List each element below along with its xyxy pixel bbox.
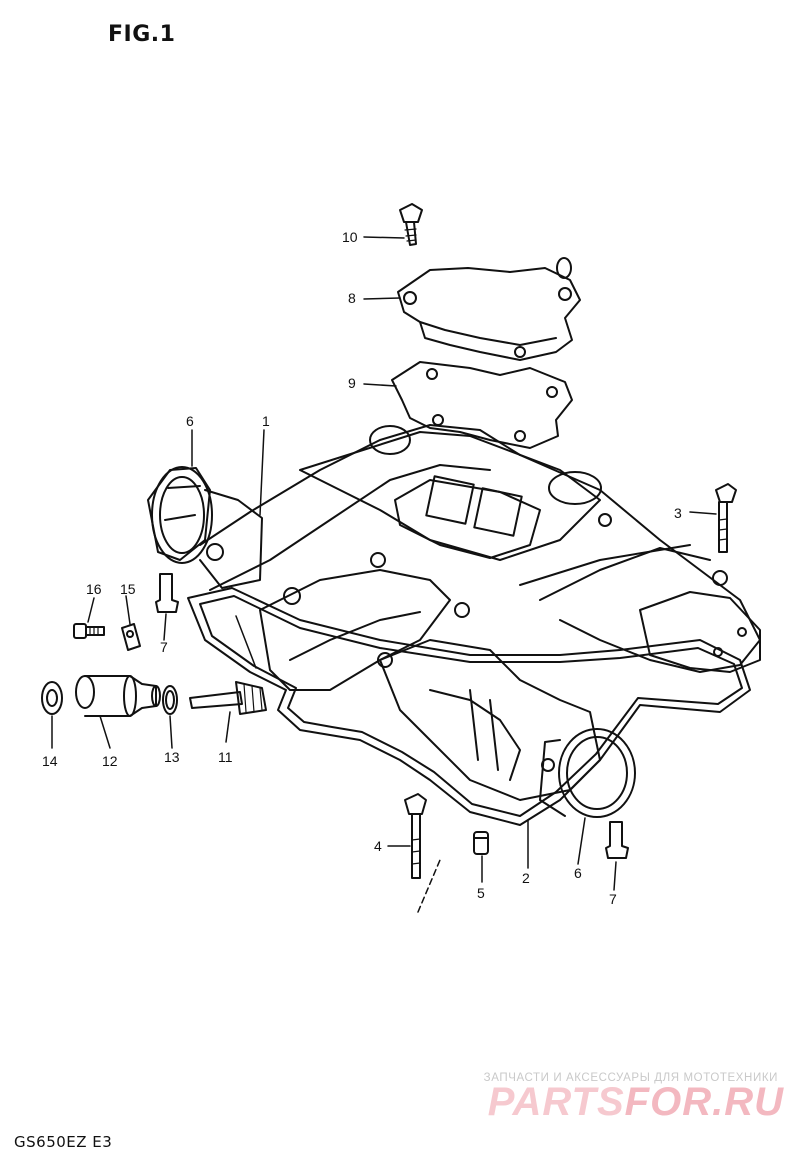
- gear-shaft-11: [189, 681, 267, 715]
- callout-1-top: 1: [262, 413, 270, 429]
- callout-labels: 10 8 9 6 1 3 16 15 7 14 12 13 11 4 5 2 6…: [42, 229, 682, 907]
- end-cap-right: [539, 728, 636, 818]
- model-code: GS650EZ E3: [14, 1133, 113, 1151]
- figure-title: FIG.1: [108, 22, 176, 47]
- bolt-4: [404, 793, 427, 879]
- callout-5: 5: [477, 885, 485, 901]
- callout-8: 8: [348, 290, 356, 306]
- watermark-brand-right: FOR.RU: [624, 1080, 784, 1124]
- callout-9: 9: [348, 375, 356, 391]
- bolt-10: [399, 203, 423, 246]
- end-cap-left: [147, 467, 211, 561]
- callout-2: 2: [522, 870, 530, 886]
- cover-gasket: [391, 361, 573, 449]
- callout-3: 3: [674, 505, 682, 521]
- gasket-lower: [187, 587, 751, 826]
- pin-7-left: [155, 573, 179, 613]
- bolt-3: [715, 483, 737, 553]
- callout-6-left: 6: [186, 413, 194, 429]
- watermark-brand-left: PARTS: [487, 1080, 625, 1124]
- callout-13: 13: [164, 749, 180, 765]
- main-housing: [151, 424, 761, 801]
- clamp-15: [121, 623, 141, 651]
- screw-16: [73, 623, 105, 639]
- callout-6-right: 6: [574, 865, 582, 881]
- callout-7-right: 7: [609, 891, 617, 907]
- sleeve-12: [75, 675, 161, 717]
- callout-14: 14: [42, 753, 58, 769]
- callout-16: 16: [86, 581, 102, 597]
- top-cover: [397, 257, 581, 361]
- watermark-subtitle: ЗАПЧАСТИ И АКСЕССУАРЫ ДЛЯ МОТОТЕХНИКИ: [483, 1072, 778, 1084]
- watermark-logo: PARTSFOR.RU: [488, 1080, 784, 1125]
- plug-14: [41, 681, 63, 715]
- pin-7-right: [605, 821, 629, 859]
- left-end-cap-ring: [151, 466, 213, 564]
- callout-11: 11: [218, 749, 233, 765]
- dowel-pin-5: [473, 831, 489, 855]
- callout-7-left: 7: [160, 639, 168, 655]
- callout-4: 4: [374, 838, 382, 854]
- callout-12: 12: [102, 753, 118, 769]
- o-ring-13: [162, 685, 178, 715]
- leader-lines: [51, 236, 717, 913]
- callout-15: 15: [120, 581, 136, 597]
- callout-10: 10: [342, 229, 358, 245]
